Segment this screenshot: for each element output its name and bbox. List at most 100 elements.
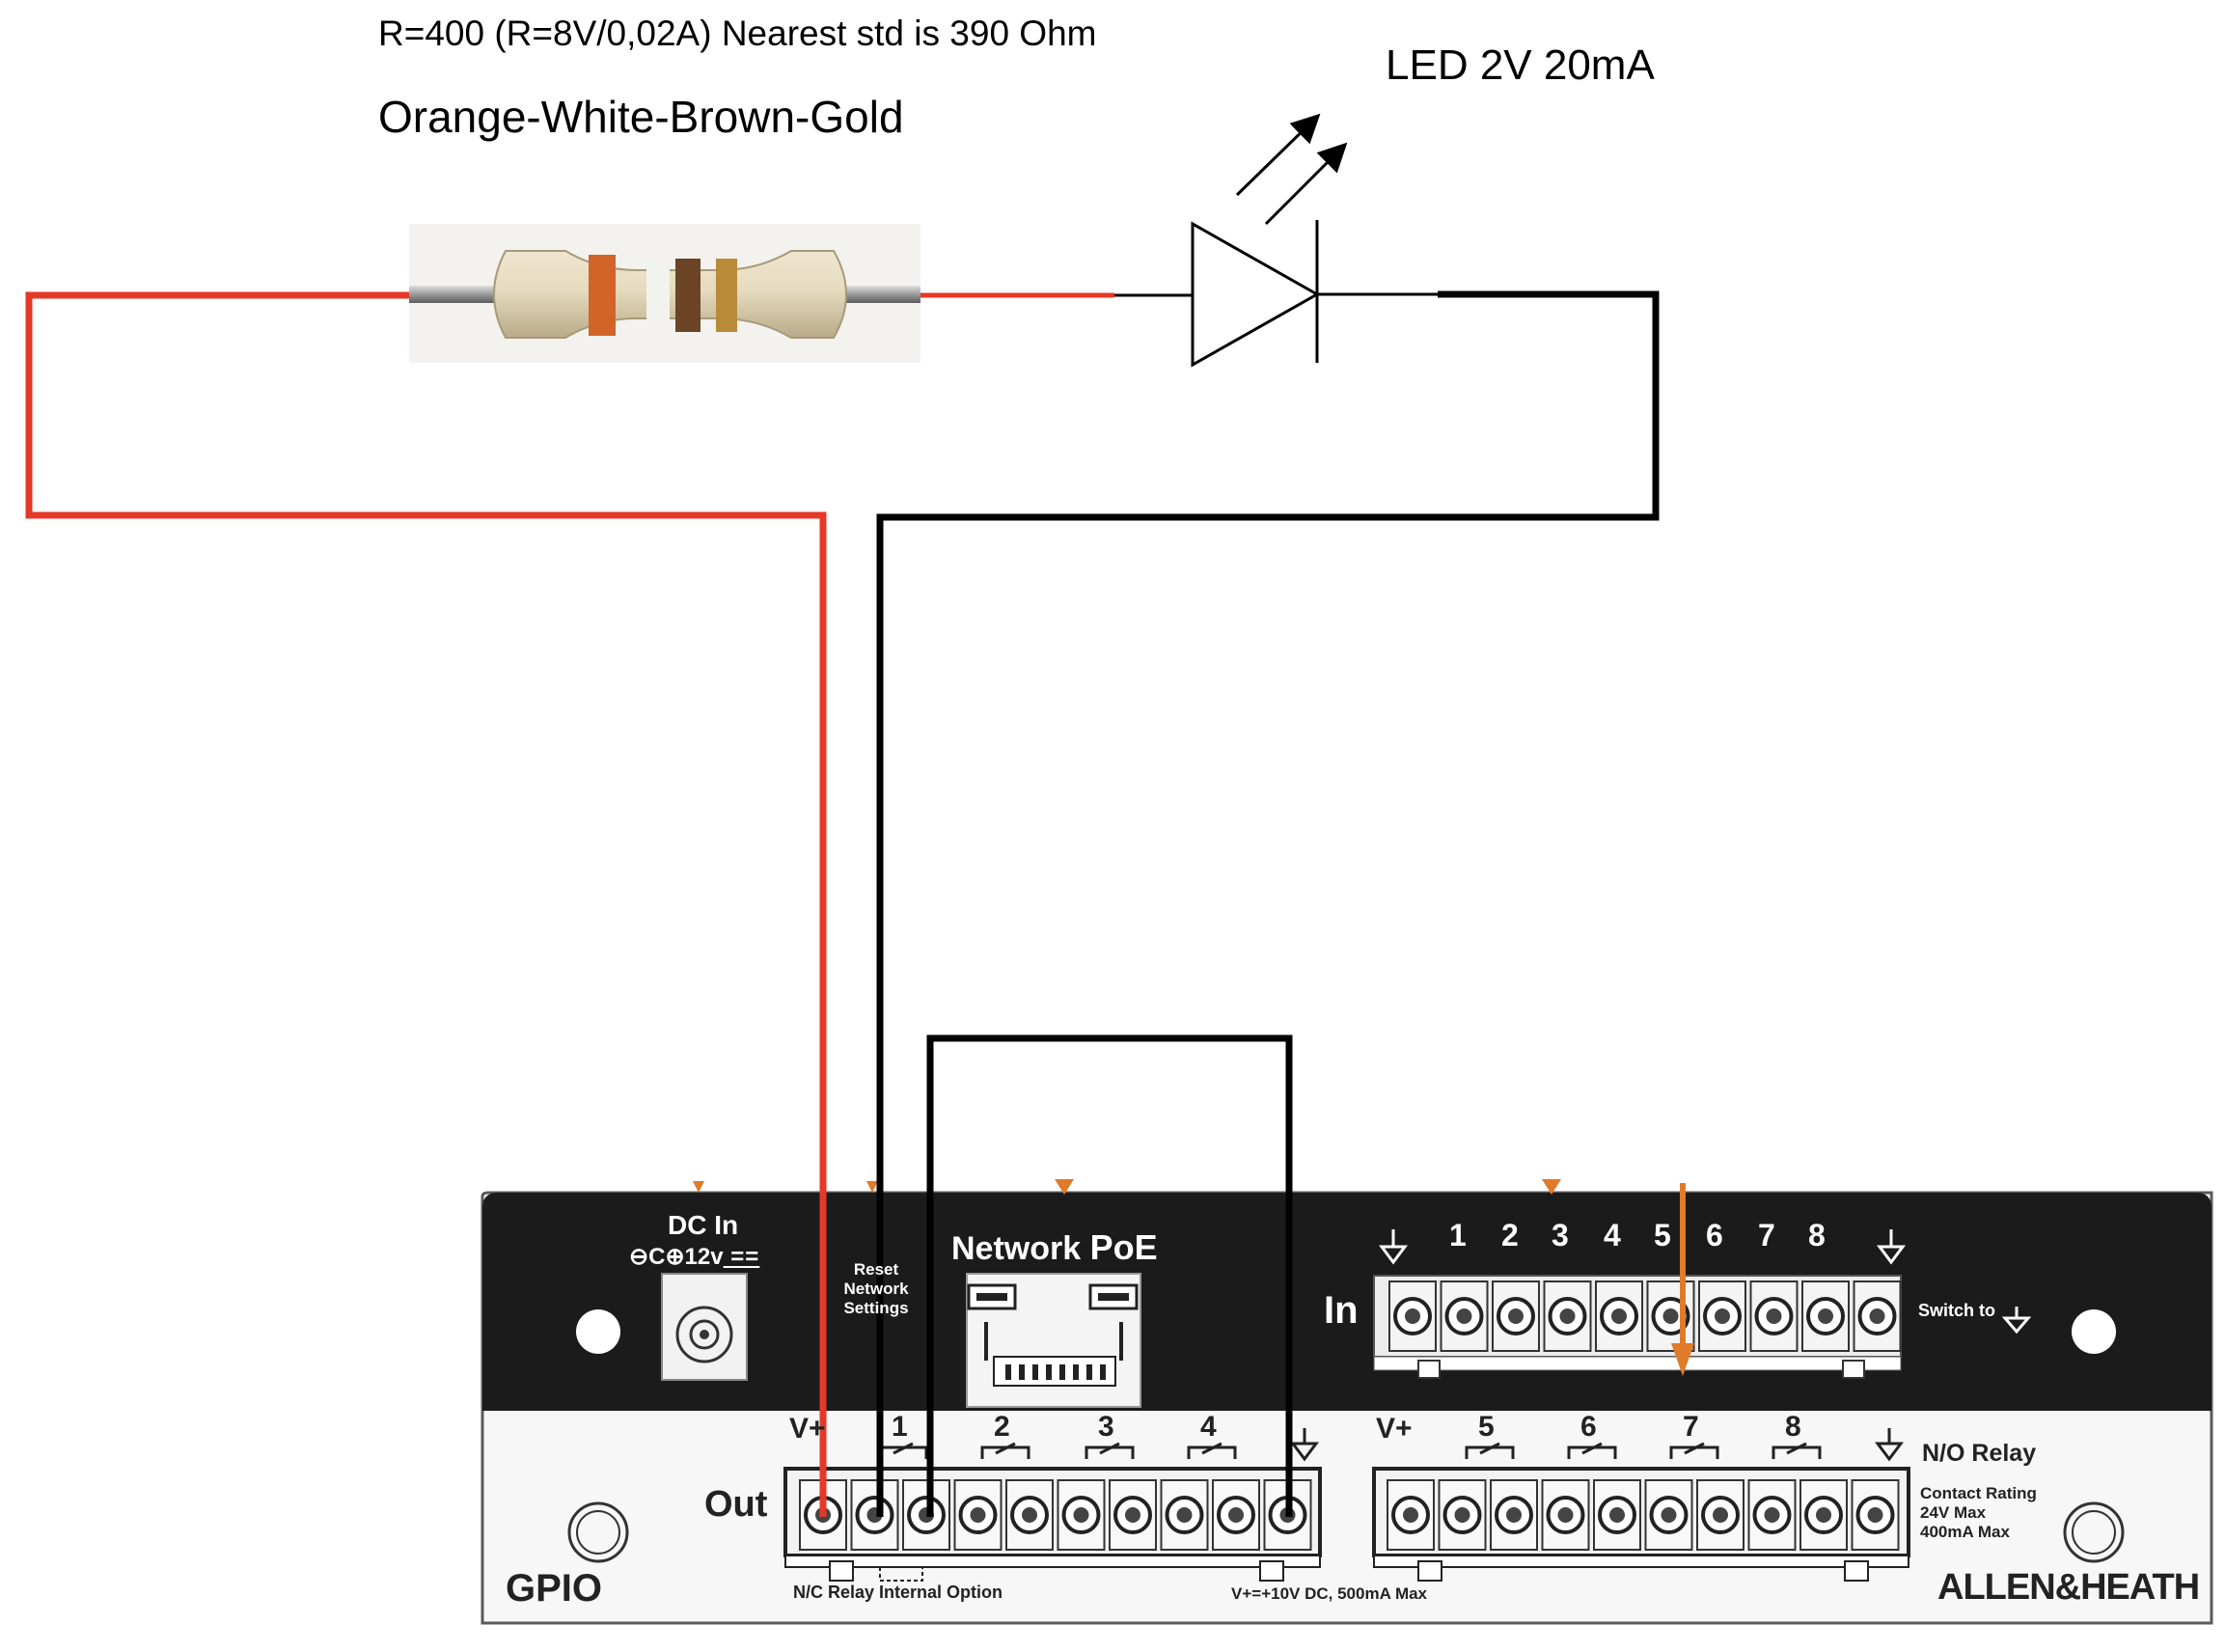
channel-number: 3: [1552, 1218, 1569, 1253]
band-brown: [675, 259, 700, 332]
terminal-screw: [1160, 1479, 1209, 1551]
output-terminal-screws: [799, 1479, 1312, 1551]
terminal-screw: [1749, 1280, 1799, 1352]
terminal-screw: [902, 1479, 950, 1551]
network-poe-label: Network PoE: [951, 1227, 1158, 1267]
allen-heath-logo: ALLEN&HEATH: [1937, 1567, 2200, 1608]
contact-rating-label: Contact Rating 24V Max 400mA Max: [1920, 1484, 2037, 1541]
network-port: [966, 1273, 1141, 1408]
resistor-color-code-label: Orange-White-Brown-Gold: [378, 92, 904, 142]
resistor-calculation-label: R=400 (R=8V/0,02A) Nearest std is 390 Oh…: [378, 14, 1097, 53]
led-emit-arrow-2: [1264, 142, 1348, 226]
mount-ring-right: [2063, 1501, 2125, 1563]
terminal-screw: [1799, 1479, 1848, 1551]
terminal-screw: [1109, 1479, 1157, 1551]
relay-contact-symbol: [1567, 1442, 1617, 1459]
orange-marker-dc: [693, 1181, 704, 1193]
terminal-screw: [1593, 1479, 1641, 1551]
terminal-screw: [1492, 1280, 1540, 1352]
terminal-screw: [1853, 1280, 1902, 1352]
terminal-screw: [1801, 1280, 1850, 1352]
terminal-screw: [1543, 1280, 1592, 1352]
channel-number: 6: [1706, 1218, 1723, 1253]
orange-indicator-arrow: [1671, 1183, 1694, 1376]
band-orange: [589, 255, 616, 336]
mounting-hole-left: [576, 1309, 620, 1354]
ground-symbols-in: [1379, 1229, 2032, 1335]
band-white: [646, 261, 670, 330]
relay-contact-symbol: [1085, 1442, 1135, 1459]
resistor-lead-left: [409, 286, 506, 303]
channel-number: 3: [1098, 1411, 1114, 1443]
channel-number: 2: [1501, 1218, 1519, 1253]
terminal-screw: [1646, 1280, 1695, 1352]
dc-in-label: DC In: [668, 1210, 739, 1240]
terminal-screw: [1595, 1280, 1643, 1352]
terminal-screw: [1644, 1479, 1693, 1551]
terminal-screw: [1388, 1280, 1437, 1352]
terminal-screw: [1698, 1280, 1746, 1352]
terminal-screw: [1696, 1479, 1744, 1551]
in-label: In: [1324, 1289, 1359, 1332]
terminal-screw: [1005, 1479, 1054, 1551]
terminal-screw: [1747, 1479, 1797, 1551]
terminal-screw: [1440, 1280, 1489, 1352]
terminal-screw: [1057, 1479, 1106, 1551]
terminal-screw: [1387, 1479, 1435, 1551]
nc-relay-note: N/C Relay Internal Option: [793, 1583, 1003, 1602]
ground-symbols-out: [1290, 1428, 1904, 1462]
relay-contact-symbol: [1772, 1442, 1822, 1459]
terminal-screw: [1438, 1479, 1487, 1551]
terminal-screw: [1541, 1479, 1590, 1551]
led-spec-label: LED 2V 20mA: [1386, 41, 1655, 89]
channel-number: 2: [994, 1411, 1010, 1443]
dc-jack: [661, 1273, 748, 1381]
led-symbol: [1191, 113, 1348, 368]
orange-marker-in: [1542, 1179, 1561, 1195]
led-emit-arrow-1: [1235, 113, 1321, 197]
out-vplus-label: V+: [789, 1413, 826, 1445]
terminal-screw: [850, 1479, 899, 1551]
mounting-hole-right: [2072, 1309, 2116, 1354]
channel-number: 7: [1683, 1411, 1699, 1443]
terminal-screw: [1212, 1479, 1260, 1551]
relay-contact-symbol: [1465, 1442, 1515, 1459]
resistor-lead-right: [834, 286, 920, 303]
reset-network-settings-label: Reset Network Settings: [843, 1260, 909, 1317]
relay-contact-symbol: [1187, 1442, 1237, 1459]
switch-to-label: Switch to: [1918, 1301, 1995, 1320]
orange-marker-network: [1055, 1179, 1074, 1195]
terminal-screw: [1851, 1479, 1900, 1551]
orange-marker-reset: [866, 1181, 878, 1193]
band-gold: [716, 259, 737, 332]
channel-number: 8: [1785, 1411, 1801, 1443]
output-terminal-block: [783, 1467, 1322, 1582]
channel-number: 4: [1604, 1218, 1621, 1253]
channel-number: 5: [1654, 1218, 1671, 1253]
terminal-screw: [1490, 1479, 1538, 1551]
channel-number: 6: [1580, 1411, 1597, 1443]
gpio-panel: [481, 1179, 2213, 1625]
wire-red-positive: [25, 291, 827, 1517]
channel-number: 7: [1758, 1218, 1775, 1253]
channel-number: 8: [1808, 1218, 1826, 1253]
relay-terminal-block: [1372, 1467, 1910, 1582]
wire-black-jumper: [926, 1034, 1293, 1517]
input-terminal-block: [1373, 1275, 1902, 1379]
vplus-rating-note: V+=+10V DC, 500mA Max: [1231, 1584, 1428, 1603]
channel-number: 1: [892, 1411, 908, 1443]
relay-contact-symbol: [980, 1442, 1030, 1459]
channel-number: 1: [1449, 1218, 1467, 1253]
mount-ring-left: [567, 1501, 629, 1563]
relay-terminal-screws: [1387, 1479, 1900, 1551]
relay-contact-symbol: [1669, 1442, 1719, 1459]
dc-rating-label: ⊖C⊕12v ==: [629, 1244, 760, 1270]
out-label: Out: [704, 1484, 768, 1525]
gpio-label: GPIO: [506, 1567, 603, 1610]
relay-contact-symbols: [878, 1442, 1822, 1459]
channel-number: 5: [1478, 1411, 1495, 1443]
relay-vplus-label: V+: [1376, 1413, 1413, 1445]
terminal-screw: [953, 1479, 1003, 1551]
